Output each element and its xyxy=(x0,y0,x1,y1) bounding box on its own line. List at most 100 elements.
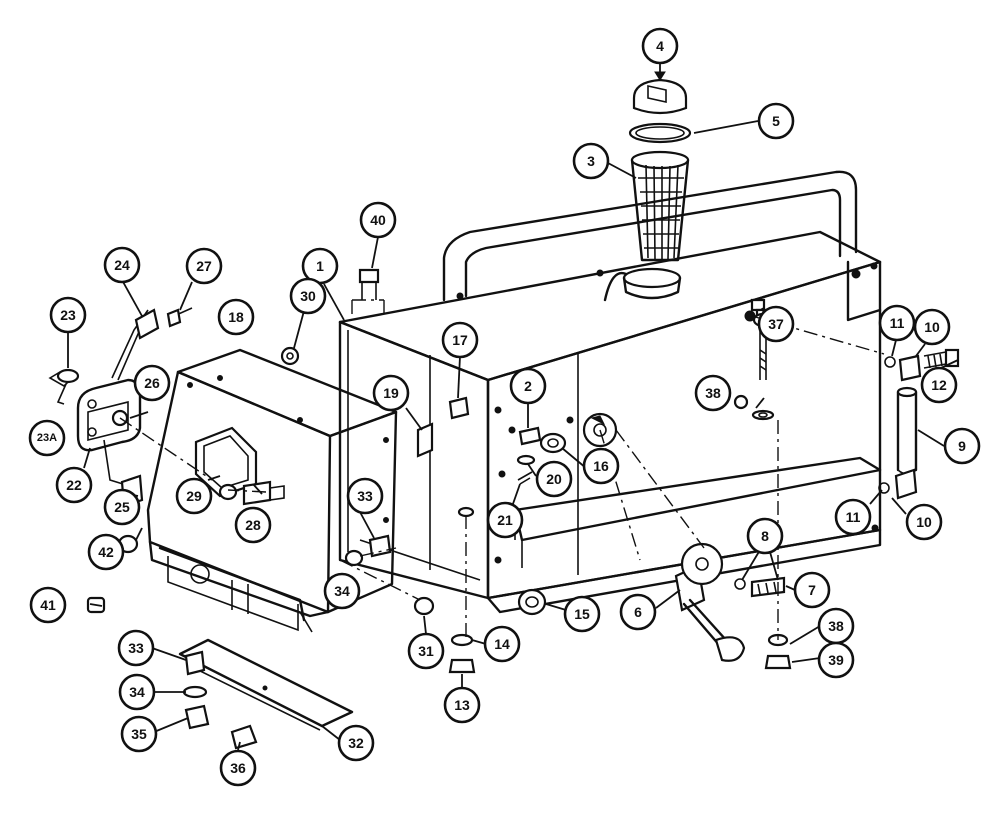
svg-text:12: 12 xyxy=(931,377,947,393)
svg-text:29: 29 xyxy=(186,488,202,504)
svg-text:32: 32 xyxy=(348,735,364,751)
svg-text:18: 18 xyxy=(228,309,244,325)
callout-42: 42 xyxy=(87,533,125,571)
callout-35: 35 xyxy=(120,715,158,753)
callout-38b: 38 xyxy=(817,607,855,645)
side-cover xyxy=(146,348,398,731)
svg-text:39: 39 xyxy=(828,652,844,668)
callout-10a: 10 xyxy=(913,308,951,346)
svg-text:42: 42 xyxy=(98,544,114,560)
callout-9: 9 xyxy=(943,427,981,465)
callout-2: 2 xyxy=(509,367,547,405)
callout-40: 40 xyxy=(359,201,397,239)
callout-11b: 11 xyxy=(834,498,872,536)
svg-text:40: 40 xyxy=(370,212,386,228)
callout-34b: 34 xyxy=(118,673,156,711)
svg-text:31: 31 xyxy=(418,643,434,659)
svg-text:10: 10 xyxy=(924,319,940,335)
callout-12: 12 xyxy=(920,366,958,404)
svg-text:21: 21 xyxy=(497,512,513,528)
callout-10b: 10 xyxy=(905,503,943,541)
svg-text:23A: 23A xyxy=(37,432,57,444)
svg-text:15: 15 xyxy=(574,606,590,622)
callout-24: 24 xyxy=(103,246,141,284)
callout-26: 26 xyxy=(133,364,171,402)
callout-22: 22 xyxy=(55,466,93,504)
svg-text:26: 26 xyxy=(144,375,160,391)
callout-3: 3 xyxy=(572,142,610,180)
callout-39: 39 xyxy=(817,641,855,679)
svg-text:25: 25 xyxy=(114,499,130,515)
callout-36: 36 xyxy=(219,749,257,787)
svg-text:2: 2 xyxy=(524,378,532,394)
callout-32: 32 xyxy=(337,724,375,762)
callout-30: 30 xyxy=(289,277,327,315)
svg-text:1: 1 xyxy=(316,258,324,274)
svg-text:36: 36 xyxy=(230,760,246,776)
svg-text:3: 3 xyxy=(587,153,595,169)
callout-7: 7 xyxy=(793,571,831,609)
callout-11a: 11 xyxy=(878,304,916,342)
callout-6: 6 xyxy=(619,593,657,631)
hardware xyxy=(86,268,960,750)
svg-text:41: 41 xyxy=(40,597,56,613)
callout-31: 31 xyxy=(407,632,445,670)
svg-text:8: 8 xyxy=(761,528,769,544)
callout-18: 18 xyxy=(217,298,255,336)
callout-13: 13 xyxy=(443,686,481,724)
svg-text:22: 22 xyxy=(66,477,82,493)
svg-text:14: 14 xyxy=(494,636,510,652)
svg-text:34: 34 xyxy=(129,684,145,700)
callout-20: 20 xyxy=(535,460,573,498)
svg-text:10: 10 xyxy=(916,514,932,530)
callout-17: 17 xyxy=(441,321,479,359)
svg-text:17: 17 xyxy=(452,332,468,348)
svg-text:23: 23 xyxy=(60,307,76,323)
callout-33b: 33 xyxy=(117,629,155,667)
svg-text:28: 28 xyxy=(245,517,261,533)
callout-21: 21 xyxy=(486,501,524,539)
callout-27: 27 xyxy=(185,247,223,285)
svg-text:6: 6 xyxy=(634,604,642,620)
callout-15: 15 xyxy=(563,595,601,633)
callout-34a: 34 xyxy=(323,572,361,610)
svg-text:9: 9 xyxy=(958,438,966,454)
callout-4: 4 xyxy=(641,27,679,65)
svg-text:13: 13 xyxy=(454,697,470,713)
svg-text:30: 30 xyxy=(300,288,316,304)
svg-text:19: 19 xyxy=(383,385,399,401)
callout-28: 28 xyxy=(234,506,272,544)
callout-23: 23 xyxy=(49,296,87,334)
callout-16: 16 xyxy=(582,447,620,485)
svg-text:11: 11 xyxy=(890,315,905,331)
callout-19: 19 xyxy=(372,374,410,412)
callout-14: 14 xyxy=(483,625,521,663)
callout-5: 5 xyxy=(757,102,795,140)
svg-text:38: 38 xyxy=(828,618,844,634)
callout-25: 25 xyxy=(103,488,141,526)
svg-text:16: 16 xyxy=(593,458,609,474)
callout-38a: 38 xyxy=(694,374,732,412)
callout-37: 37 xyxy=(757,305,795,343)
svg-text:4: 4 xyxy=(656,38,664,54)
svg-text:11: 11 xyxy=(846,509,861,525)
svg-text:33: 33 xyxy=(128,640,144,656)
callout-8: 8 xyxy=(746,517,784,555)
fuel-tank xyxy=(338,170,882,614)
svg-text:27: 27 xyxy=(196,258,212,274)
svg-text:20: 20 xyxy=(546,471,562,487)
svg-text:5: 5 xyxy=(772,113,780,129)
callout-23a: 23A xyxy=(28,419,66,457)
callout-41: 41 xyxy=(29,586,67,624)
callout-29: 29 xyxy=(175,477,213,515)
svg-text:34: 34 xyxy=(334,583,350,599)
filler-cap-assembly xyxy=(628,64,692,262)
svg-text:37: 37 xyxy=(768,316,784,332)
svg-text:7: 7 xyxy=(808,582,816,598)
callout-33a: 33 xyxy=(346,477,384,515)
svg-text:24: 24 xyxy=(114,257,130,273)
svg-text:38: 38 xyxy=(705,385,721,401)
svg-text:33: 33 xyxy=(357,488,373,504)
svg-text:35: 35 xyxy=(131,726,147,742)
